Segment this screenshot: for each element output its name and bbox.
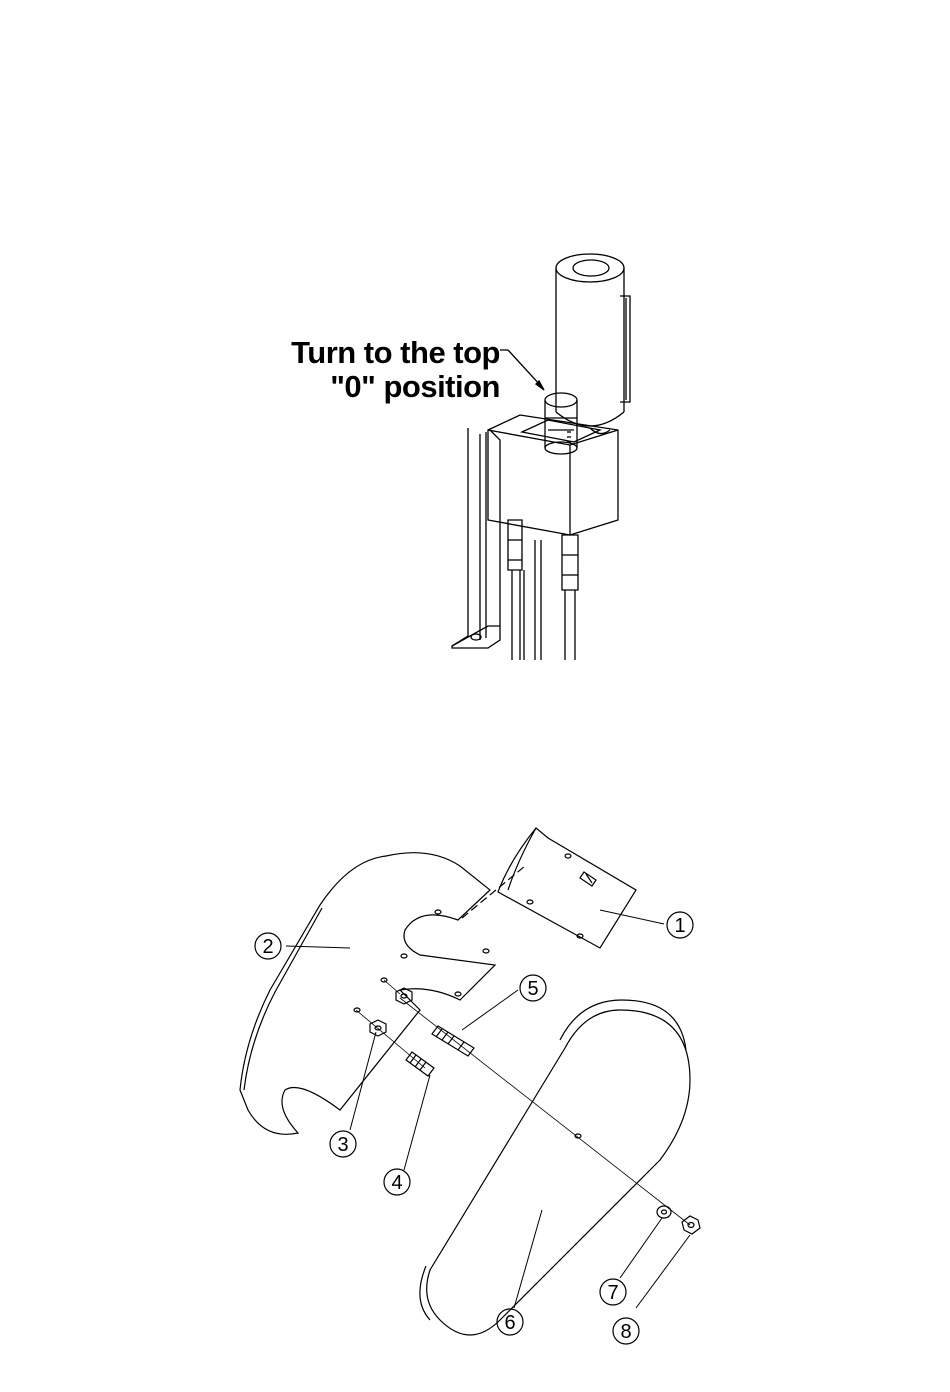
oval-plate [420, 1000, 690, 1335]
part-label-7: 7 [600, 1279, 626, 1305]
svg-text:4: 4 [391, 1172, 402, 1194]
svg-text:2: 2 [262, 936, 273, 958]
svg-text:6: 6 [504, 1312, 515, 1334]
svg-text:7: 7 [607, 1282, 618, 1304]
part-label-2: 2 [255, 933, 281, 959]
nut-8 [682, 1216, 700, 1234]
label-leaders [286, 910, 690, 1308]
part-label-5: 5 [520, 975, 546, 1001]
svg-text:3: 3 [337, 1134, 348, 1156]
curved-bracket [498, 828, 636, 948]
svg-text:1: 1 [674, 915, 685, 937]
svg-text:5: 5 [527, 978, 538, 1000]
assembly-axis [356, 980, 690, 1225]
hook-plate [240, 853, 495, 1135]
mounting-holes [354, 910, 581, 1138]
part-label-6: 6 [497, 1309, 523, 1335]
alignment-line [462, 866, 525, 918]
part-label-4: 4 [384, 1169, 410, 1195]
part-label-1: 1 [667, 912, 693, 938]
part-label-3: 3 [330, 1131, 356, 1157]
washer-7 [657, 1206, 671, 1218]
svg-text:8: 8 [620, 1321, 631, 1343]
part-label-8: 8 [613, 1318, 639, 1344]
